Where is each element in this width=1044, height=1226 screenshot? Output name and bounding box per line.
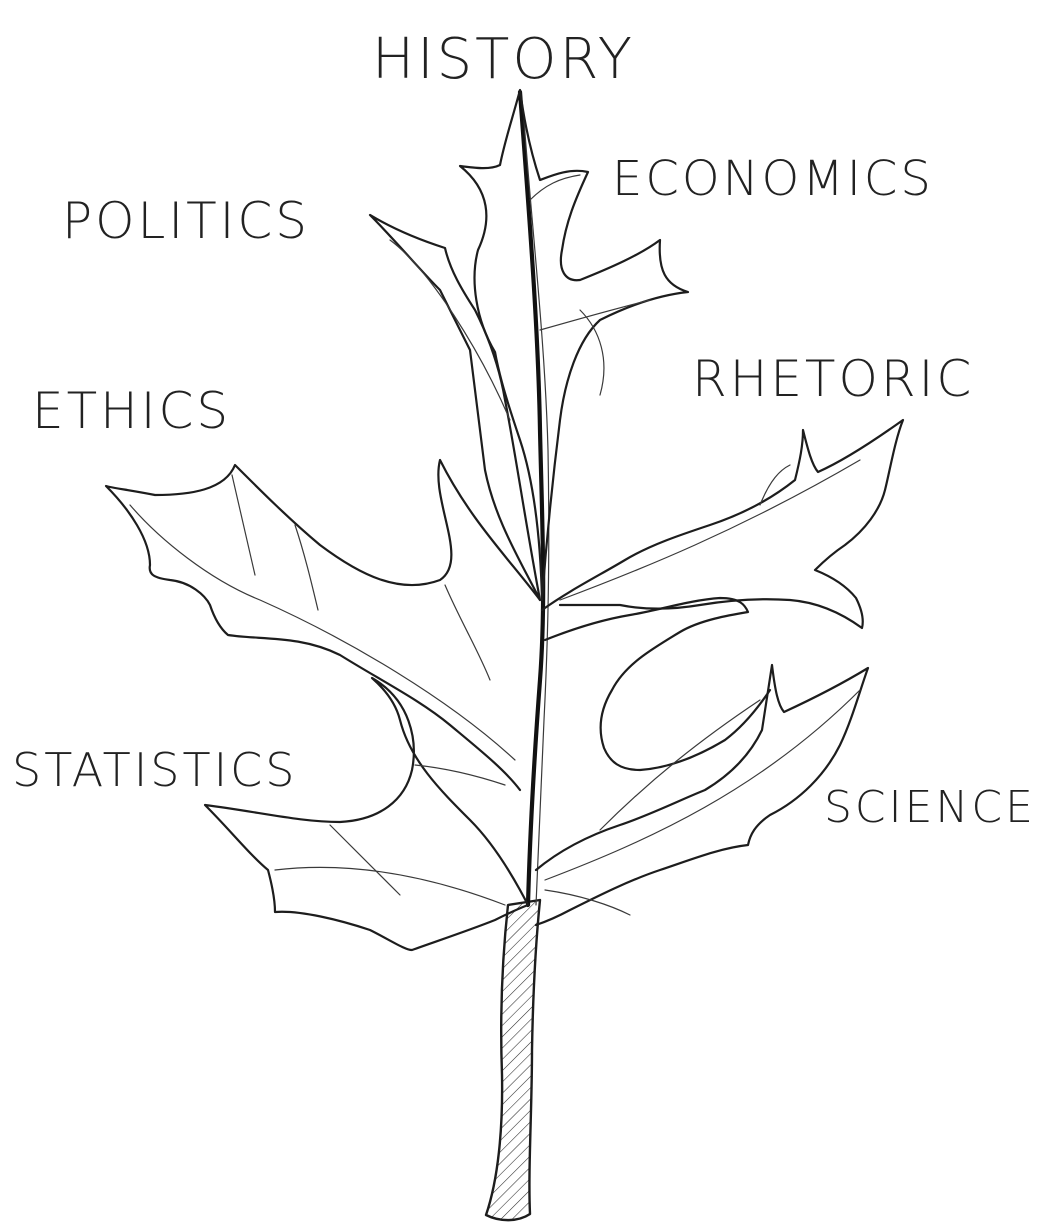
mid-left-leaf (104, 458, 542, 792)
label-economics: ECONOMICS (612, 151, 934, 207)
vein-right-3 (759, 464, 791, 506)
vein-left-1 (389, 239, 511, 421)
vein-right-2 (579, 309, 605, 396)
upper-right-leaf (540, 418, 905, 630)
vein-right-1 (559, 459, 861, 601)
upper-left-leaf (368, 213, 542, 602)
vein-left-2 (129, 504, 516, 761)
label-history: HISTORY (372, 27, 635, 92)
vein-lower-left-1 (274, 866, 506, 906)
vein-top-1 (529, 174, 581, 201)
label-statistics: STATISTICS (12, 743, 297, 797)
vein-lower-left-2 (414, 764, 506, 786)
trunk (484, 898, 542, 1222)
vein-lower-right-2 (599, 699, 761, 831)
mid-right-leaf (543, 596, 772, 772)
vein-left-3 (294, 524, 319, 611)
vein-left-5 (444, 584, 491, 681)
top-leaf (458, 88, 690, 602)
vein-lower-right-1 (544, 689, 861, 881)
vein-left-4 (231, 474, 256, 576)
main-stem (517, 89, 546, 908)
vein-top-2 (539, 299, 651, 331)
vein-lower-right-3 (544, 889, 631, 916)
label-politics: POLITICS (62, 192, 310, 250)
label-ethics: ETHICS (32, 382, 231, 440)
label-science: SCIENCE (824, 782, 1036, 833)
label-rhetoric: RHETORIC (692, 350, 974, 408)
lower-right-leaf (534, 663, 870, 927)
main-stem-shadow (523, 119, 550, 906)
vein-lower-left-3 (329, 824, 401, 896)
lower-left-leaf (203, 676, 530, 952)
